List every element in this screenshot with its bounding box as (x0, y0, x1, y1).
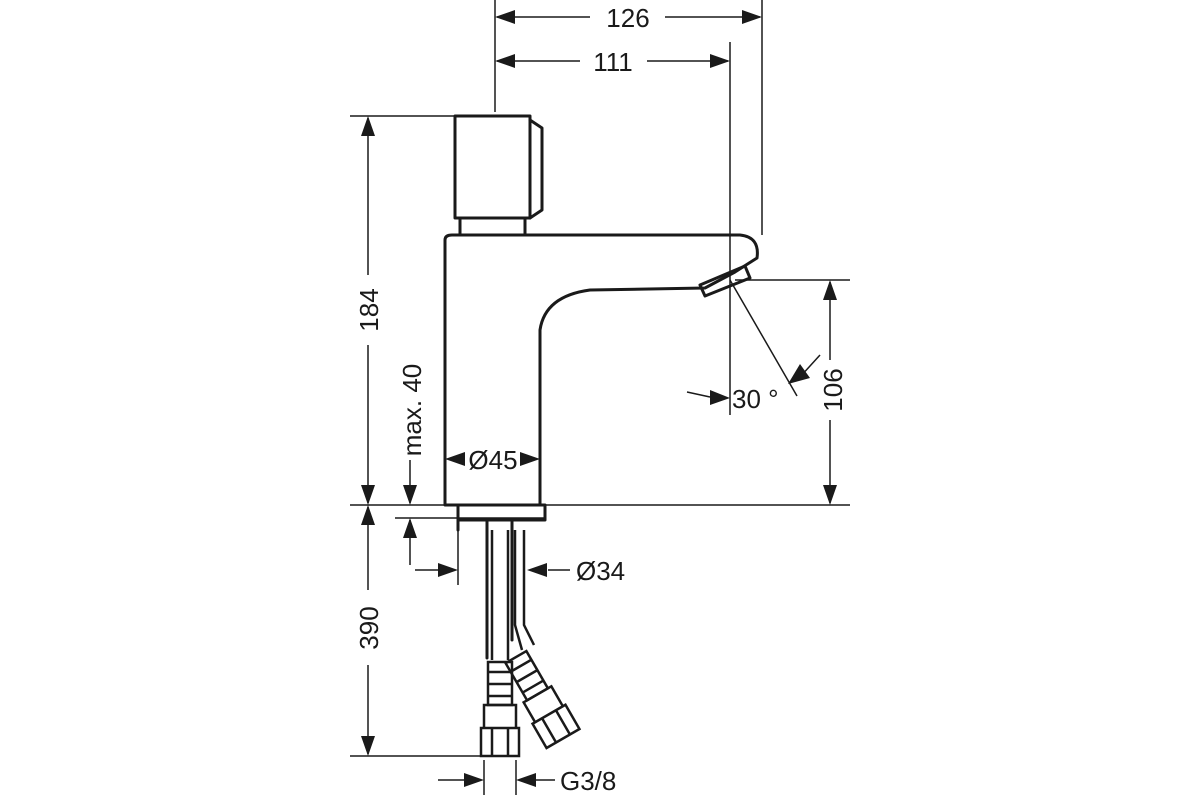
hose-left-nut (479, 703, 521, 758)
overall-depth-label: 126 (606, 3, 649, 33)
spout-angle-label: 30 ° (732, 384, 779, 414)
dim-hose-length: 390 (350, 505, 480, 757)
button-collar (458, 216, 527, 237)
supply-hoses (479, 530, 582, 758)
spout-reach-label: 111 (593, 47, 633, 77)
dim-overall-depth: 126 (494, 0, 763, 235)
hose-length-label: 390 (354, 606, 384, 649)
dim-max-thickness: max. 40 (395, 364, 545, 565)
faucet-body (443, 233, 759, 507)
mounting-washer (456, 503, 547, 522)
dim-spout-reach: 111 (495, 42, 731, 415)
dim-hole-diameter: Ø34 (415, 530, 625, 586)
push-button (453, 114, 532, 220)
hose-right-tube (513, 530, 536, 651)
hose-left-tube (490, 530, 510, 660)
max-thickness-label: max. 40 (397, 364, 427, 457)
hose-right-nut (521, 684, 582, 750)
dim-body-diameter: Ø45 (445, 445, 540, 475)
hole-diameter-label: Ø34 (576, 556, 625, 586)
connection-thread-label: G3/8 (560, 766, 616, 796)
mounting-shank (456, 518, 514, 660)
aerator (698, 264, 752, 298)
body-diameter-label: Ø45 (468, 445, 517, 475)
push-button-rim (528, 118, 544, 220)
dim-spout-height: 106 (545, 279, 850, 506)
tap-height-label: 184 (354, 288, 384, 331)
dim-tap-height: 184 (350, 115, 455, 506)
dim-connection-thread: G3/8 (438, 760, 616, 796)
spout-height-label: 106 (818, 368, 848, 411)
dim-spout-angle: 30 ° (686, 279, 821, 414)
